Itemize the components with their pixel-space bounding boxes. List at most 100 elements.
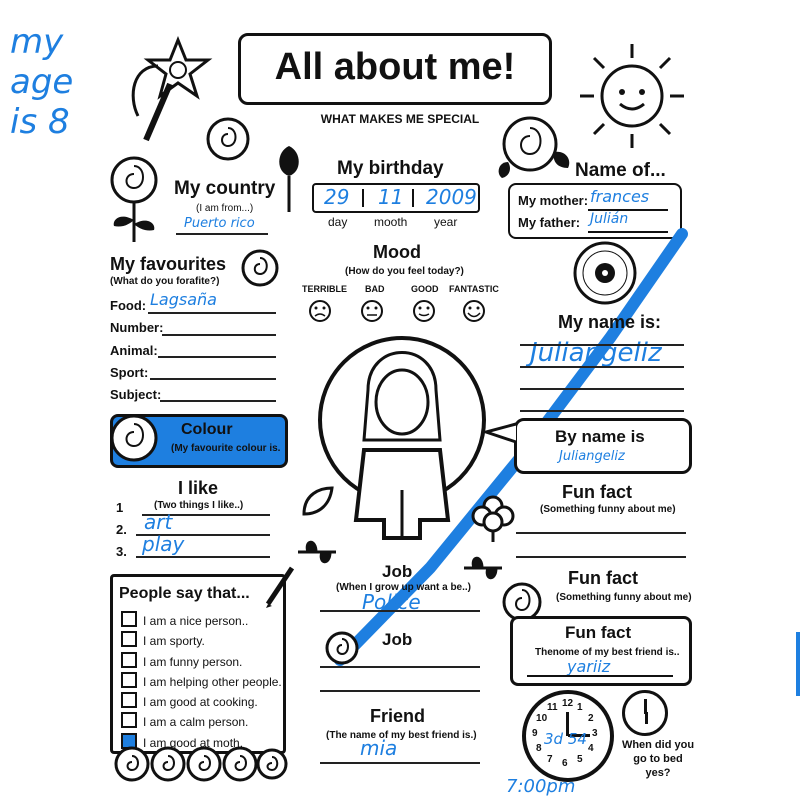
- fav-animal-label: Animal:: [110, 343, 158, 358]
- fun-fact-3-subtitle: Thenome of my best friend is..: [535, 647, 680, 658]
- fun-fact-2-title: Fun fact: [568, 568, 638, 588]
- birthday-box: 29 11 2009: [312, 183, 480, 213]
- bedtime-value[interactable]: 7:00pm: [506, 776, 576, 797]
- mother-label: My mother:: [518, 193, 589, 208]
- clock-number: 2: [587, 713, 594, 724]
- people-say-item[interactable]: I am funny person.: [121, 651, 282, 672]
- fun-fact-3-box: Fun fact Thenome of my best friend is.. …: [510, 616, 692, 686]
- my-name-value[interactable]: Juliangeliz: [530, 338, 662, 368]
- clock-number: 5: [577, 753, 583, 765]
- people-say-list: I am a nice person.. I am sporty. I am f…: [121, 611, 282, 753]
- clock-number: 11: [547, 702, 558, 714]
- like-item-2-value[interactable]: art: [144, 510, 173, 534]
- flower-icon: [471, 495, 515, 542]
- favourites-subtitle: (What do you forafite?): [110, 276, 220, 287]
- face-terrible-icon[interactable]: [309, 300, 331, 322]
- leaf-sprig-icon: [298, 540, 336, 564]
- clock-number: 1: [577, 702, 583, 714]
- mother-value[interactable]: frances: [590, 187, 650, 206]
- people-say-title: People say that...: [119, 585, 250, 602]
- birthday-day-label: day: [328, 215, 348, 229]
- people-say-item[interactable]: I am sporty.: [121, 631, 282, 651]
- vinyl-record-icon: [573, 241, 637, 305]
- fav-food-value[interactable]: Lagsaña: [150, 290, 217, 309]
- colour-subtitle: (My favourite colour is.: [171, 443, 281, 454]
- age-scribble: my age is 8: [10, 22, 100, 142]
- birthday-month-label: mooth: [374, 215, 408, 229]
- clock-number: 10: [536, 713, 548, 724]
- fav-food-label: Food:: [110, 298, 147, 313]
- like-item-3-num: 3.: [116, 544, 127, 559]
- face-bad-icon[interactable]: [361, 300, 383, 322]
- speech-pointer: [484, 422, 517, 444]
- my-name-title: My name is:: [558, 312, 662, 332]
- clock-number: 3: [592, 728, 598, 739]
- job-2-title: Job: [382, 630, 413, 649]
- child-portrait-illustration: [318, 336, 486, 540]
- father-value[interactable]: Julián: [590, 211, 629, 227]
- clock-number: 8: [536, 743, 542, 754]
- rose-icon: [325, 631, 359, 665]
- fav-subject-label: Subject:: [110, 387, 162, 402]
- mood-bad-label: BAD: [365, 284, 385, 294]
- page-subtitle: WHAT MAKES ME SPECIAL: [320, 112, 480, 126]
- checkbox[interactable]: [121, 712, 137, 729]
- birthday-year-value[interactable]: 2009: [426, 185, 477, 209]
- clock-minute-hand: [568, 734, 590, 737]
- people-say-item[interactable]: I am helping other people.: [121, 671, 282, 692]
- fun-fact-3-title: Fun fact: [565, 623, 632, 642]
- country-line: [176, 233, 268, 235]
- rose-border-decoration: [114, 746, 288, 782]
- checkbox[interactable]: [121, 671, 137, 688]
- bedtime-question: When did you go to bed yes?: [621, 739, 695, 779]
- like-item-1-num: 1: [116, 500, 124, 515]
- clock-number: 6: [562, 758, 568, 769]
- by-name-title: By name is: [555, 427, 645, 446]
- country-value[interactable]: Puerto rico: [184, 216, 255, 231]
- clock-number: 9: [532, 728, 538, 739]
- rose-icon: [110, 414, 158, 462]
- rose-with-stem-icon: [110, 156, 158, 242]
- job-1-subtitle: (When I grow up want a be..): [336, 582, 471, 593]
- fav-sport-label: Sport:: [110, 365, 149, 380]
- birthday-year-label: year: [434, 215, 458, 229]
- pencil-icon: [265, 566, 295, 608]
- birthday-month-value[interactable]: 11: [378, 185, 404, 209]
- page-title: All about me!: [274, 46, 516, 88]
- mood-terrible-label: TERRIBLE: [302, 284, 347, 294]
- by-name-value[interactable]: Juliangeliz: [559, 449, 625, 464]
- checkbox[interactable]: [121, 651, 137, 668]
- age-line-2: age: [10, 62, 74, 102]
- checkbox[interactable]: [121, 692, 137, 709]
- face-fantastic-icon[interactable]: [463, 300, 485, 322]
- rose-icon: [241, 249, 279, 287]
- fun-fact-1-subtitle: (Something funny about me): [540, 504, 676, 515]
- rose-bouquet-icon: [498, 116, 570, 178]
- sun-icon: [580, 44, 684, 148]
- people-say-item[interactable]: I am a nice person..: [121, 611, 282, 631]
- checkbox[interactable]: [121, 611, 137, 627]
- like-item-3-value[interactable]: play: [142, 532, 185, 556]
- clock-scribble: 3d 54: [544, 730, 587, 748]
- father-label: My father:: [518, 215, 581, 230]
- age-line-1: my: [10, 22, 64, 62]
- people-say-item[interactable]: I am a calm person.: [121, 712, 282, 732]
- friend-title: Friend: [370, 706, 426, 726]
- fav-number-label: Number:: [110, 320, 164, 335]
- like-item-2-num: 2.: [116, 522, 127, 537]
- mood-fantastic-label: FANTASTIC: [449, 284, 499, 294]
- face-good-icon[interactable]: [413, 300, 435, 322]
- people-say-item[interactable]: I am good at cooking.: [121, 692, 282, 712]
- checkbox[interactable]: [121, 631, 137, 648]
- birthday-day-value[interactable]: 29: [324, 185, 350, 209]
- fun-fact-3-value[interactable]: yariiz: [567, 657, 611, 676]
- by-name-box: By name is Juliangeliz: [514, 418, 692, 474]
- people-say-box: People say that... I am a nice person.. …: [110, 574, 286, 754]
- parents-box: My mother: frances My father: Julián: [508, 183, 682, 239]
- i-like-title: I like: [178, 478, 219, 498]
- people-say-item[interactable]: I am good at moth.: [121, 732, 282, 753]
- favourites-title: My favourites: [110, 254, 227, 274]
- friend-value[interactable]: mia: [360, 736, 398, 760]
- title-banner: All about me!: [238, 33, 552, 105]
